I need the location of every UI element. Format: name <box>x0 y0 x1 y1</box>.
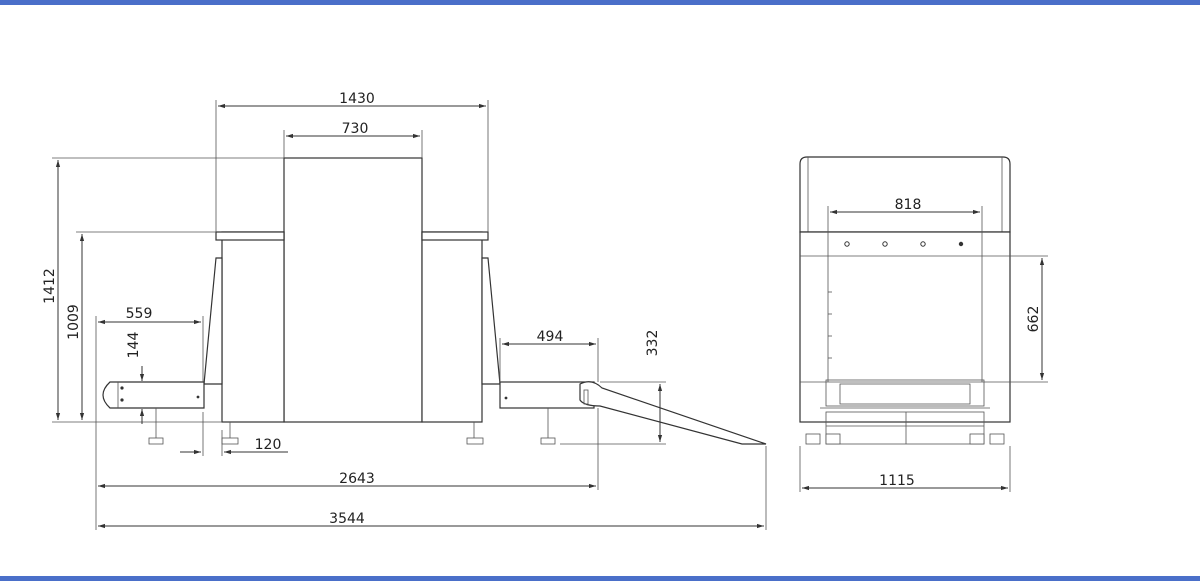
dim-tunnel-inner-width: 818 <box>895 197 922 213</box>
side-view-machine <box>102 157 767 445</box>
side-view-dimensions: 1430 730 1412 1009 559 144 494 332 <box>42 91 767 530</box>
dim-foot-offset: 120 <box>255 437 282 453</box>
front-view-dimensions: 818 662 1115 <box>799 197 1048 492</box>
dim-conveyor-height: 1009 <box>66 304 82 340</box>
machine-feet <box>148 408 556 445</box>
top-accent-band <box>0 0 1200 5</box>
dim-overall-width: 1430 <box>339 91 375 107</box>
front-main-body <box>799 231 1011 423</box>
bottom-accent-band <box>0 576 1200 581</box>
dim-tunnel-inner-height: 662 <box>1026 306 1042 333</box>
right-shoulder <box>421 231 483 423</box>
dim-roller-height: 144 <box>126 332 142 359</box>
dim-length-no-ramp: 2643 <box>339 471 375 487</box>
exit-conveyor <box>499 381 595 409</box>
front-upper-housing <box>799 156 1011 233</box>
right-skirt <box>481 257 501 385</box>
exit-ramp <box>579 381 767 445</box>
left-skirt <box>203 257 223 385</box>
dim-total-length: 3544 <box>329 511 365 527</box>
dim-ramp-height: 332 <box>645 330 661 357</box>
entry-conveyor <box>102 381 205 409</box>
left-shoulder <box>221 231 285 423</box>
dim-exit-conveyor: 494 <box>537 329 564 345</box>
dim-tunnel-width: 730 <box>342 121 369 137</box>
dim-front-overall-width: 1115 <box>879 473 915 489</box>
tunnel-tower <box>283 157 423 423</box>
dim-entry-conveyor: 559 <box>126 306 153 322</box>
dim-overall-height: 1412 <box>42 268 58 304</box>
